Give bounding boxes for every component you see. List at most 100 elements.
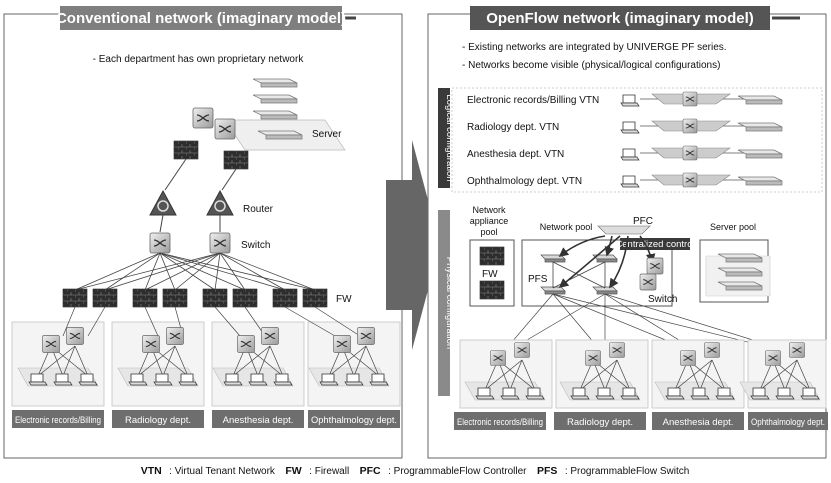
switch-icon — [609, 342, 625, 358]
left-dept-label: Anesthesia dept. — [223, 415, 294, 426]
switch-icon — [209, 232, 231, 254]
cluster-link — [74, 345, 89, 377]
pfc-label: PFC — [633, 216, 653, 227]
appliance-pool-label: pool — [480, 227, 497, 237]
vtn-label: Radiology dept. VTN — [467, 122, 559, 133]
cluster-link — [579, 359, 618, 391]
switch-icon — [65, 326, 85, 346]
firewall-icon — [162, 288, 188, 308]
centralized-control-badge — [620, 238, 690, 250]
left-departments — [11, 306, 401, 407]
vtn-label: Electronic records/Billing VTN — [467, 95, 599, 106]
firewall-icon — [272, 288, 298, 308]
firewall-icon — [132, 288, 158, 308]
legend-pfs-abbr: PFS — [537, 465, 557, 477]
switch-icon — [789, 342, 805, 358]
cluster-link — [269, 345, 284, 377]
vtn-label: Ophthalmology dept. VTN — [467, 176, 582, 187]
physical-config-label: Physical configuration — [444, 257, 455, 349]
switch-label-right: Switch — [648, 294, 677, 305]
left-dept-label: Radiology dept. — [125, 415, 191, 426]
logical-config-bar — [438, 88, 450, 188]
switch-icon — [682, 118, 698, 134]
firewall-icon — [223, 150, 249, 170]
legend-pfc-text: : ProgrammableFlow Controller — [388, 466, 527, 477]
department-clusters — [17, 326, 821, 401]
cluster-link — [521, 359, 536, 391]
switch-icon — [356, 326, 376, 346]
server-pool-label: Server pool — [710, 222, 756, 232]
switch-icon — [490, 350, 506, 366]
switch-icon — [585, 350, 601, 366]
right-dept-label-bars: Electronic records/Billing Radiology dep… — [454, 412, 828, 430]
server-label: Server — [312, 129, 342, 140]
firewall-icon — [202, 288, 228, 308]
switch-label: Switch — [241, 240, 270, 251]
left-title: Conventional network (imaginary model) — [56, 10, 346, 27]
legend-pfs-text: : ProgrammableFlow Switch — [565, 466, 689, 477]
legend-fw-text: : Firewall — [309, 466, 349, 477]
firewall-icon — [302, 288, 328, 308]
centralized-control-label: Centralized control — [615, 239, 694, 250]
vtn-label: Anesthesia dept. VTN — [467, 149, 564, 160]
pfc-icon — [597, 225, 651, 235]
legend-vtn-text: : Virtual Tenant Network — [169, 466, 276, 477]
legend-pfc-abbr: PFC — [360, 465, 381, 477]
cluster-link — [616, 359, 631, 391]
left-dept-label: Ophthalmology dept. — [311, 415, 397, 426]
appliance-pool-label: Network — [472, 205, 506, 215]
left-note: - Each department has own proprietary ne… — [93, 54, 305, 65]
cluster-link — [674, 359, 713, 391]
switch-icon — [704, 342, 720, 358]
cluster-link — [365, 345, 380, 377]
right-dept-label: Ophthalmology dept. — [751, 417, 825, 428]
switch-icon — [141, 334, 161, 354]
router-label: Router — [243, 204, 274, 215]
firewall-icon — [92, 288, 118, 308]
logical-config-label: Logical configuration — [444, 94, 455, 181]
left-title-bar — [60, 6, 342, 30]
switch-icon — [165, 326, 185, 346]
switch-icon — [680, 350, 696, 366]
cluster-link — [232, 345, 271, 377]
legend: VTN : Virtual Tenant Network FW : Firewa… — [141, 461, 690, 478]
pfs-label: PFS — [528, 274, 548, 285]
cluster-link — [711, 359, 726, 391]
cluster-link — [796, 359, 811, 391]
left-dept-label: Electronic records/Billing — [15, 415, 101, 426]
cluster-link — [37, 345, 76, 377]
legend-vtn-abbr: VTN — [141, 465, 162, 477]
right-title-bar — [470, 6, 770, 30]
switch-icon — [260, 326, 280, 346]
switch-icon — [236, 334, 256, 354]
dept-label-bars: Electronic records/Billing Radiology dep… — [12, 410, 400, 428]
switch-icon — [682, 145, 698, 161]
conventional-network-panel: Conventional network (imaginary model) -… — [3, 6, 403, 459]
cluster-link — [328, 345, 367, 377]
right-dept-label: Anesthesia dept. — [663, 417, 734, 428]
legend-fw-abbr: FW — [285, 465, 301, 477]
physical-config-bar — [438, 210, 450, 396]
firewall-icon — [232, 288, 258, 308]
cluster-link — [137, 345, 176, 377]
firewall-icon — [479, 280, 505, 300]
server-switch-icon — [192, 107, 214, 129]
right-note-1: - Existing networks are integrated by UN… — [462, 42, 727, 53]
switch-icon — [332, 334, 352, 354]
switch-icon — [646, 257, 664, 275]
cluster-link — [759, 359, 798, 391]
switch-icon — [149, 232, 171, 254]
switch-icon — [41, 334, 61, 354]
transition-arrow — [386, 140, 440, 350]
server-switch-icon — [214, 118, 236, 140]
fw-label-right: FW — [482, 269, 498, 280]
svg-text:VTN : Virtual Tenant Net: VTN : Virtual Tenant Network FW : Firewa… — [141, 461, 690, 478]
fw-label: FW — [336, 294, 352, 305]
switch-icon — [765, 350, 781, 366]
right-dept-label: Electronic records/Billing — [457, 417, 543, 428]
switch-icon — [682, 91, 698, 107]
switch-icon — [514, 342, 530, 358]
right-note-2: - Networks become visible (physical/logi… — [462, 60, 720, 71]
right-dept-label: Radiology dept. — [567, 417, 633, 428]
